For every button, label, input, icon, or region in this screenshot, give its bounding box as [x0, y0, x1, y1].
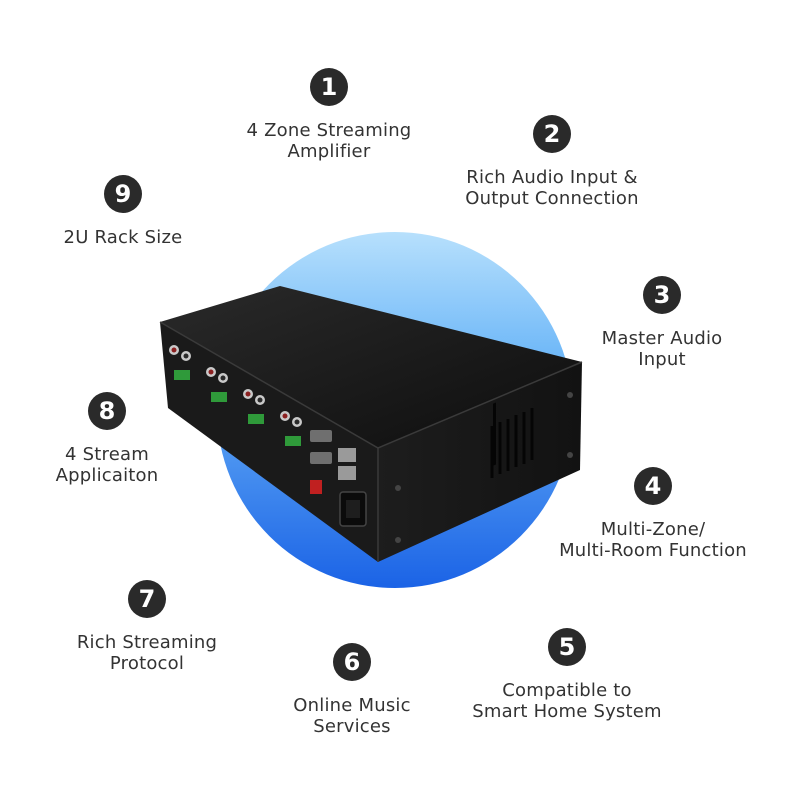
feature-5: 5 Compatible to Smart Home System — [437, 628, 697, 722]
feature-label-line: Master Audio — [601, 328, 723, 349]
feature-9: 9 2U Rack Size — [0, 175, 253, 248]
number-badge: 2 — [533, 115, 571, 153]
feature-label-line: Compatible to — [502, 680, 632, 701]
feature-label-line: Protocol — [109, 653, 185, 674]
feature-label-line: Amplifier — [287, 141, 371, 162]
number-badge: 4 — [634, 467, 672, 505]
number-badge: 1 — [310, 68, 348, 106]
feature-label-line: Rich Streaming — [76, 632, 218, 653]
feature-3: 3 Master Audio Input — [532, 276, 792, 370]
feature-label: Multi-Zone/ Multi-Room Function — [523, 519, 783, 561]
feature-label: Rich Audio Input & Output Connection — [422, 167, 682, 209]
feature-label-line: 4 Stream — [65, 444, 149, 465]
feature-label-line: Smart Home System — [472, 701, 662, 722]
feature-2: 2 Rich Audio Input & Output Connection — [422, 115, 682, 209]
feature-label-line: Services — [313, 716, 391, 737]
feature-label: 2U Rack Size — [0, 227, 253, 248]
feature-7: 7 Rich Streaming Protocol — [17, 580, 277, 674]
feature-4: 4 Multi-Zone/ Multi-Room Function — [523, 467, 783, 561]
feature-label-line: 2U Rack Size — [63, 227, 183, 248]
feature-label-line: Input — [638, 349, 686, 370]
rack-amplifier-icon — [159, 286, 583, 562]
number-badge: 3 — [643, 276, 681, 314]
feature-6: 6 Online Music Services — [222, 643, 482, 737]
feature-label-line: 4 Zone Streaming — [246, 120, 412, 141]
feature-8: 8 4 Stream Applicaiton — [0, 392, 237, 486]
feature-label: Compatible to Smart Home System — [437, 680, 697, 722]
feature-label-line: Applicaiton — [55, 465, 159, 486]
feature-label-line: Multi-Zone/ — [600, 519, 706, 540]
number-badge: 8 — [88, 392, 126, 430]
number-badge: 7 — [128, 580, 166, 618]
feature-label-line: Rich Audio Input & — [466, 167, 638, 188]
feature-label-line: Multi-Room Function — [559, 540, 747, 561]
feature-label: Online Music Services — [222, 695, 482, 737]
number-badge: 9 — [104, 175, 142, 213]
feature-label: Master Audio Input — [532, 328, 792, 370]
feature-label: Rich Streaming Protocol — [17, 632, 277, 674]
number-badge: 6 — [333, 643, 371, 681]
feature-label: 4 Zone Streaming Amplifier — [199, 120, 459, 162]
number-badge: 5 — [548, 628, 586, 666]
feature-label: 4 Stream Applicaiton — [0, 444, 237, 486]
feature-label-line: Online Music — [293, 695, 411, 716]
feature-1: 1 4 Zone Streaming Amplifier — [199, 68, 459, 162]
feature-label-line: Output Connection — [465, 188, 639, 209]
